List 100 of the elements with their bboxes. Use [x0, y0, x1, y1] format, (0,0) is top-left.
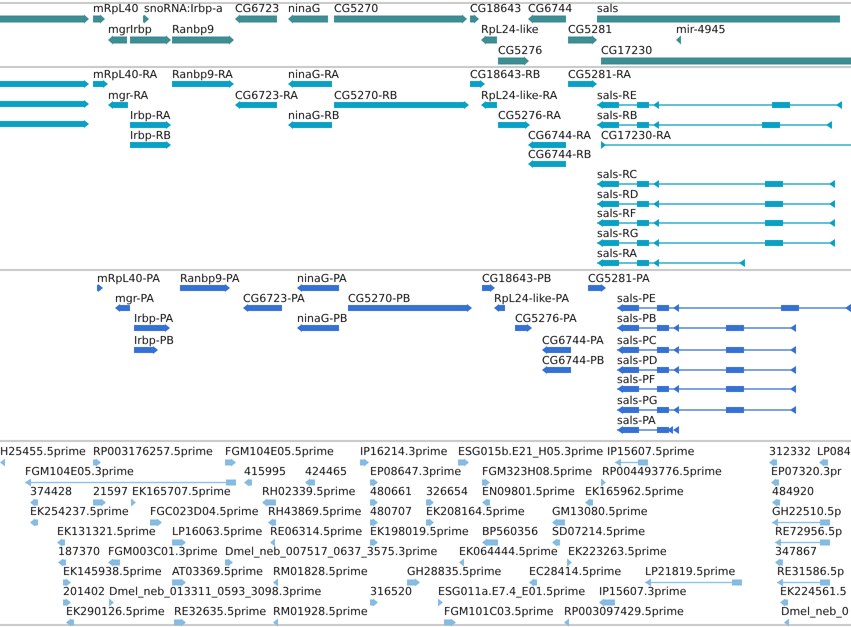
feature-label: RpL24-like-PA	[494, 292, 570, 306]
feature-label: AT03369.5prime	[172, 565, 263, 579]
feature-label: RP003097429.5prime	[564, 605, 684, 619]
feature-label: sals-RF	[597, 207, 636, 221]
feature-label: 187370	[58, 545, 100, 559]
feature-label: mRpL40	[93, 2, 138, 16]
feature-label: IP15607.3prime	[599, 585, 686, 599]
feature-label: GH28835.5prime	[407, 565, 502, 579]
feature-label: 484920	[772, 485, 814, 499]
feature-label: EK165707.5prime	[132, 485, 231, 499]
feature-label: IP16214.3prime	[360, 445, 448, 459]
feature-label: 480661	[370, 485, 412, 499]
feature-label: Ranbp9	[172, 23, 214, 37]
feature-label: EK223263.5prime	[568, 545, 667, 559]
feature-label: FGM101C03.5prime	[444, 605, 554, 619]
feature-label: H25455.5prime	[0, 445, 86, 459]
feature-label: RP003176257.5prime	[93, 445, 213, 459]
feature-label: mgr-PA	[115, 292, 154, 306]
feature-label: ninaG-RB	[288, 109, 340, 123]
feature-label: ninaG-RA	[288, 68, 339, 82]
feature-label: RE72956.5p	[775, 525, 842, 539]
feature-label: snoRNA:Irbp-a	[144, 2, 223, 16]
feature-label: FGM104E05.3prime	[25, 465, 134, 479]
feature-label: RE32635.5prime	[174, 605, 266, 619]
feature-label: sals-RE	[597, 89, 637, 103]
feature-label: GH22510.5p	[772, 505, 842, 519]
feature-label: CG6744	[528, 2, 572, 16]
feature-label: GM13080.5prime	[552, 505, 648, 519]
feature-label: CG5281-RA	[568, 68, 631, 82]
feature-label: CG17230	[601, 44, 652, 58]
feature-label: RH43869.5prime	[268, 505, 362, 519]
feature-label: ninaG	[288, 2, 320, 16]
feature-label: CG17230-RA	[601, 129, 671, 143]
feature-label: ninaG-PA	[297, 272, 347, 286]
feature-label: sals-PF	[617, 373, 656, 387]
feature-label: Ranbp9-RA	[172, 68, 233, 82]
feature-label: sals-RC	[597, 168, 638, 182]
feature-label: sals-RB	[597, 109, 638, 123]
feature-label: RM01828.5prime	[273, 565, 368, 579]
feature-label: EK198019.5prime	[370, 525, 469, 539]
feature-label: RE31586.5p	[777, 565, 844, 579]
feature-label: Dmel_neb_013311_0593_3098.3prime	[109, 585, 322, 599]
feature-label: Dmel_neb_0	[781, 605, 849, 619]
feature-label: BP560356	[482, 525, 538, 539]
feature-label: LP21819.5prime	[645, 565, 736, 579]
feature-label: mgr	[108, 23, 130, 37]
feature-label: FGM003C01.3prime	[108, 545, 218, 559]
feature-label: sals-RA	[597, 247, 637, 261]
feature-label: sals-PD	[617, 354, 658, 368]
feature-label: CG6744-PA	[542, 334, 604, 348]
feature-label: ninaG-PB	[297, 312, 348, 326]
feature-label: 316520	[370, 585, 412, 599]
feature-label: EK254237.5prime	[30, 505, 129, 519]
feature-label: sals-RG	[597, 227, 638, 241]
feature-label: EK145938.5prime	[63, 565, 162, 579]
feature-label: 347867	[775, 545, 817, 559]
feature-label: CG5276	[498, 44, 542, 58]
feature-label: 312332	[769, 445, 811, 459]
feature-label: FGC023D04.5prime	[150, 505, 259, 519]
feature-label: 374428	[30, 485, 72, 499]
feature-label: sals-PG	[617, 394, 658, 408]
feature-label: RpL24-like	[481, 23, 539, 37]
feature-label: 480707	[370, 505, 412, 519]
feature-label: RH02339.5prime	[262, 485, 356, 499]
feature-label: 415995	[244, 465, 286, 479]
feature-label: Ranbp9-PA	[180, 272, 240, 286]
feature-label: FGM323H08.5prime	[482, 465, 592, 479]
feature-label: IP15607.5prime	[607, 445, 694, 459]
feature-label: CG5276-RA	[498, 109, 561, 123]
feature-label: mgr-RA	[108, 89, 148, 103]
feature-label: CG5276-PA	[515, 312, 577, 326]
feature-label: EK064444.5prime	[459, 545, 558, 559]
feature-label: Irbp-PB	[134, 334, 174, 348]
feature-label: 201402	[63, 585, 105, 599]
feature-label: EK290126.5prime	[66, 605, 165, 619]
feature-label: sals-RD	[597, 188, 638, 202]
feature-label: Irbp	[130, 23, 152, 37]
feature-label: mir-4945	[676, 23, 726, 37]
feature-label: RM01928.5prime	[273, 605, 368, 619]
feature-label: 21597	[93, 485, 128, 499]
feature-label: CG18643	[470, 2, 522, 16]
feature-label: SD07214.5prime	[552, 525, 645, 539]
feature-label: CG6723-PA	[243, 292, 305, 306]
feature-label: EK165962.5prime	[585, 485, 684, 499]
feature-label: mRpL40-PA	[97, 272, 160, 286]
feature-label: Irbp-RA	[130, 109, 170, 123]
feature-label: EK208164.5prime	[426, 505, 525, 519]
feature-label: CG6744-RB	[528, 148, 592, 162]
feature-label: sals-PB	[617, 312, 656, 326]
feature-label: CG6744-RA	[528, 129, 591, 143]
feature-label: CG6723-RA	[235, 89, 298, 103]
feature-label: CG5281-PA	[588, 272, 650, 286]
feature-label: CG6723	[235, 2, 280, 16]
feature-label: CG6744-PB	[542, 354, 604, 368]
feature-label: EP07320.3pr	[771, 465, 842, 479]
feature-label: CG18643-RB	[470, 68, 540, 82]
feature-label: FGM104E05.5prime	[225, 445, 334, 459]
feature-label: LP16063.5prime	[172, 525, 262, 539]
feature-label: EN09801.5prime	[482, 485, 575, 499]
feature-label: EK224561.5	[780, 585, 847, 599]
